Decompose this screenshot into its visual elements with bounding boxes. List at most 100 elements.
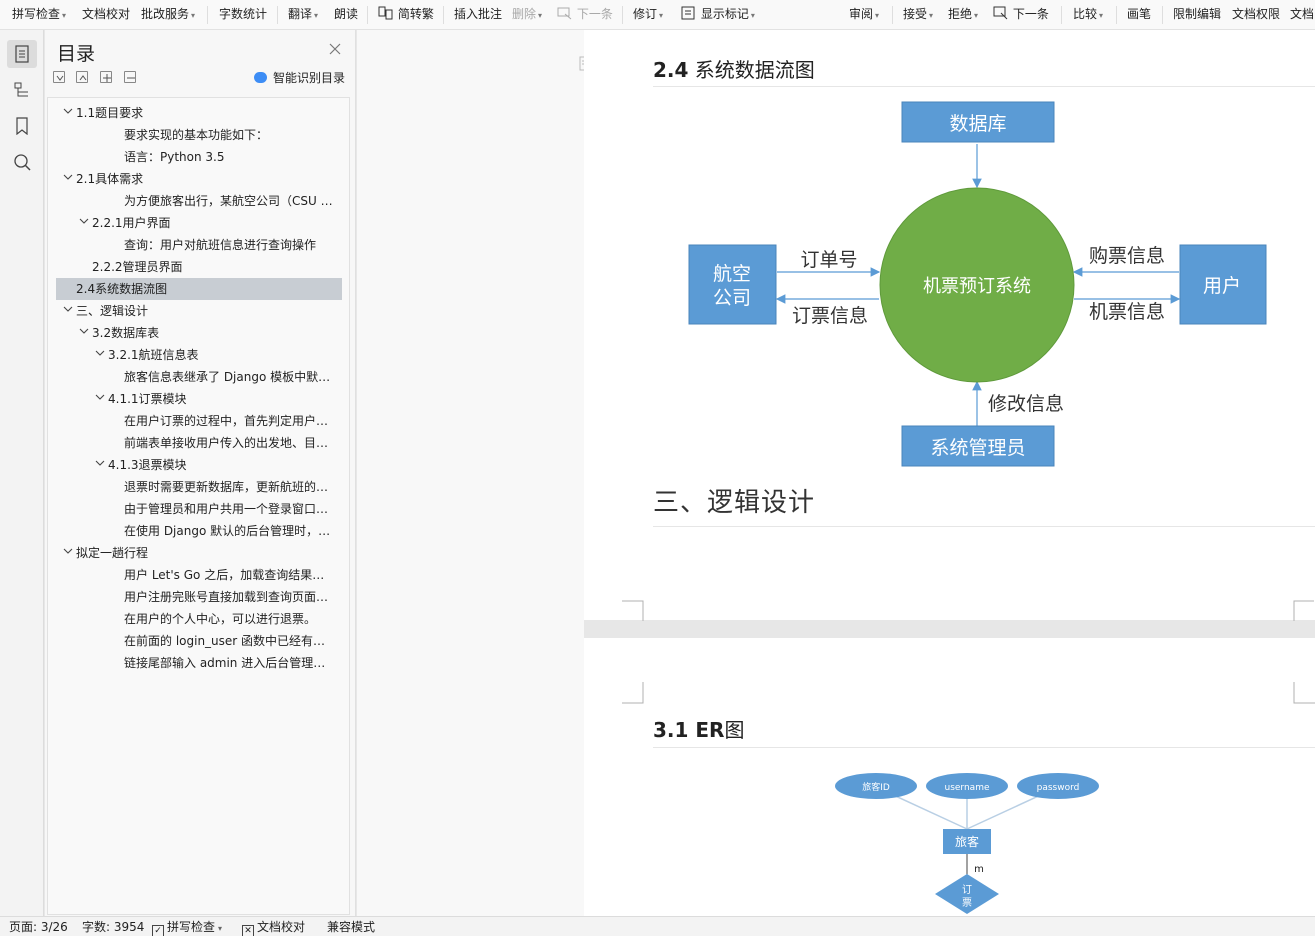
- toc-item-label: 在用户订票的过程中，首先判定用户是否登录…: [124, 414, 336, 428]
- compat-mode-label: 兼容模式: [327, 920, 376, 934]
- doc-proof-button[interactable]: 文档校对: [82, 7, 131, 21]
- toc-item[interactable]: 由于管理员和用户共用一个登录窗口…: [56, 498, 342, 520]
- next-change-button[interactable]: 下一条: [993, 5, 1049, 23]
- revise-button[interactable]: 修订▾: [633, 7, 664, 21]
- toc-item[interactable]: 2.2.1用户界面: [56, 212, 342, 234]
- toc-item[interactable]: 退票时需要更新数据库，更新航班的余票…: [56, 476, 342, 498]
- toc-item[interactable]: 在用户订票的过程中，首先判定用户是否登录…: [56, 410, 342, 432]
- chevron-down-icon: ▾: [62, 11, 67, 20]
- expand-all-button[interactable]: [53, 71, 65, 83]
- toc-item[interactable]: 查询：用户对航班信息进行查询操作: [56, 234, 342, 256]
- chevron-down-icon[interactable]: [62, 168, 74, 190]
- next-comment-button[interactable]: 下一条: [557, 5, 613, 23]
- chevron-down-icon: ▾: [659, 11, 664, 20]
- chevron-down-icon[interactable]: [78, 322, 90, 344]
- accept-button[interactable]: 接受▾: [903, 7, 934, 21]
- toc-item[interactable]: 用户 Let's Go 之后，加载查询结果页面…: [56, 564, 342, 586]
- read-aloud-button[interactable]: 朗读: [334, 7, 359, 21]
- toc-item[interactable]: 2.4系统数据流图: [56, 278, 342, 300]
- pen-button[interactable]: 画笔: [1127, 7, 1152, 21]
- admin-label: 系统管理员: [930, 437, 1025, 459]
- toc-item[interactable]: 用户注册完账号直接加载到查询页面…: [56, 586, 342, 608]
- toolbar-divider: [622, 6, 623, 24]
- data-flow-diagram[interactable]: 数据库 航空 公司 用户 系统管理员 机票预订系统 订单号 订票信息 购票信息 …: [584, 90, 1315, 510]
- chevron-down-icon[interactable]: [94, 454, 106, 476]
- er-entity-passenger: [943, 829, 991, 854]
- simp-trad-button[interactable]: 简转繁: [378, 5, 434, 23]
- document-page: 3.1 ER图 旅客ID username password 旅客 m 订 票: [584, 638, 1315, 916]
- toc-item[interactable]: 1.1题目要求: [56, 102, 342, 124]
- er-attr-id-label: 旅客ID: [862, 781, 890, 793]
- toc-item[interactable]: 在用户的个人中心，可以进行退票。: [56, 608, 342, 630]
- toc-item[interactable]: 为方便旅客出行，某航空公司（CSU Airline）拟开发…: [56, 190, 342, 212]
- chevron-down-icon[interactable]: [62, 542, 74, 564]
- flow-label-modify-info: 修改信息: [988, 393, 1064, 415]
- toc-item[interactable]: 4.1.1订票模块: [56, 388, 342, 410]
- word-count-button[interactable]: 字数统计: [219, 7, 268, 21]
- insert-comment-button[interactable]: 插入批注: [454, 7, 503, 21]
- close-icon[interactable]: [328, 42, 342, 56]
- toc-item-label: 1.1题目要求: [76, 106, 144, 120]
- page-corner-mark: [622, 600, 644, 621]
- toc-item[interactable]: 3.2.1航班信息表: [56, 344, 342, 366]
- page-corner-mark: [1293, 682, 1315, 704]
- toolbar-divider: [1116, 6, 1117, 24]
- toc-item[interactable]: 3.2数据库表: [56, 322, 342, 344]
- nav-pane-button[interactable]: [7, 76, 37, 104]
- convert-icon: [378, 6, 393, 20]
- spell-check-button[interactable]: 拼写检查▾: [12, 7, 67, 21]
- collapse-all-button[interactable]: [76, 71, 88, 83]
- search-button[interactable]: [7, 148, 37, 176]
- system-circle: [879, 187, 1075, 383]
- chevron-down-icon[interactable]: [94, 344, 106, 366]
- er-diagram[interactable]: 旅客ID username password 旅客 m 订 票: [584, 768, 1315, 916]
- chevron-down-icon[interactable]: [94, 388, 106, 410]
- side-icon-bar: [0, 30, 44, 916]
- toolbar-divider: [1061, 6, 1062, 24]
- delete-comment-button[interactable]: 删除▾: [512, 7, 543, 21]
- toc-item-label: 3.2数据库表: [92, 326, 160, 340]
- restrict-edit-button[interactable]: 限制编辑: [1173, 7, 1222, 21]
- toc-item[interactable]: 2.1具体需求: [56, 168, 342, 190]
- show-markup-button[interactable]: 显示标记▾: [681, 5, 755, 23]
- bookmark-icon: [16, 117, 28, 135]
- toc-item[interactable]: 2.2.2管理员界面: [56, 256, 342, 278]
- review-button[interactable]: 审阅▾: [849, 7, 880, 21]
- toc-item[interactable]: 拟定一趟行程: [56, 542, 342, 564]
- word-count-indicator[interactable]: 字数: 3954: [82, 920, 145, 934]
- er-attr-id: [835, 773, 917, 799]
- section-heading-2-4[interactable]: 2.4 系统数据流图: [653, 58, 815, 82]
- toc-item[interactable]: 三、逻辑设计: [56, 300, 342, 322]
- translate-button[interactable]: 翻译▾: [288, 7, 319, 21]
- bookmark-button[interactable]: [7, 112, 37, 140]
- doc-more-button[interactable]: 文档: [1290, 7, 1315, 21]
- status-doc-proof[interactable]: ✕文档校对: [242, 919, 305, 936]
- compare-button[interactable]: 比较▾: [1073, 7, 1104, 21]
- toc-item[interactable]: 前端表单接收用户传入的出发地、目的地…: [56, 432, 342, 454]
- toc-item-label: 语言：Python 3.5: [124, 150, 225, 164]
- toc-item[interactable]: 4.1.3退票模块: [56, 454, 342, 476]
- toc-item[interactable]: 语言：Python 3.5: [56, 146, 342, 168]
- toc-item-label: 用户注册完账号直接加载到查询页面…: [124, 590, 329, 604]
- chapter-heading-3[interactable]: 三、逻辑设计: [653, 488, 816, 518]
- toc-item-label: 链接尾部输入 admin 进入后台管理…: [124, 656, 326, 670]
- doc-permission-button[interactable]: 文档权限: [1232, 7, 1281, 21]
- reject-button[interactable]: 拒绝▾: [948, 7, 979, 21]
- page-indicator[interactable]: 页面: 3/26: [9, 920, 68, 934]
- toc-item[interactable]: 旅客信息表继承了 Django 模板中默认的用户表…: [56, 366, 342, 388]
- toc-title: 目录: [57, 43, 96, 65]
- chevron-down-icon[interactable]: [62, 300, 74, 322]
- section-heading-3-1[interactable]: 3.1 ER图: [653, 718, 745, 742]
- status-spell-check[interactable]: ✓拼写检查▾: [152, 919, 222, 936]
- toc-item[interactable]: 在前面的 login_user 函数中已经有过…: [56, 630, 342, 652]
- toc-item[interactable]: 在使用 Django 默认的后台管理时，…: [56, 520, 342, 542]
- revise-service-button[interactable]: 批改服务▾: [141, 7, 196, 21]
- chevron-down-icon[interactable]: [62, 102, 74, 124]
- toc-item[interactable]: 要求实现的基本功能如下：: [56, 124, 342, 146]
- remove-heading-button[interactable]: [124, 71, 136, 83]
- toc-panel-button[interactable]: [7, 40, 37, 68]
- toc-item[interactable]: 链接尾部输入 admin 进入后台管理…: [56, 652, 342, 674]
- chevron-down-icon[interactable]: [78, 212, 90, 234]
- chevron-up-icon: [79, 75, 87, 81]
- add-heading-button[interactable]: [100, 71, 112, 83]
